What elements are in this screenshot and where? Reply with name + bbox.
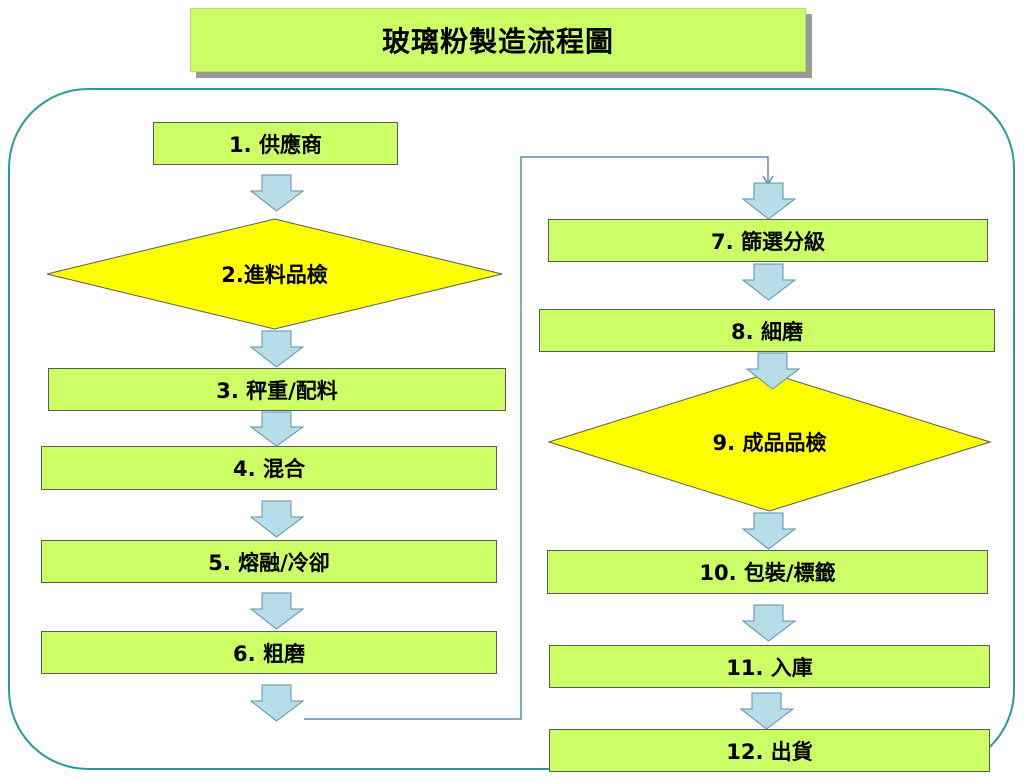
- down-arrow-icon: [746, 352, 800, 390]
- step-11-warehousing: 11. 入庫: [549, 645, 990, 688]
- down-arrow-icon: [742, 263, 796, 301]
- step-8-fine-grinding: 8. 細磨: [539, 309, 995, 352]
- step-9-label: 9. 成品品檢: [712, 431, 827, 455]
- down-arrow-icon: [250, 411, 304, 447]
- down-arrow-icon: [250, 684, 304, 722]
- step-3-weighing: 3. 秤重/配料: [48, 368, 506, 411]
- down-arrow-icon: [742, 512, 796, 550]
- down-arrow-icon: [250, 592, 304, 630]
- step-1-supplier: 1. 供應商: [153, 122, 398, 165]
- down-arrow-icon: [740, 692, 794, 730]
- process-frame: [8, 88, 1015, 770]
- down-arrow-icon: [250, 330, 304, 368]
- step-9-product-inspection: 9. 成品品檢: [548, 372, 991, 512]
- diamond-shape: [46, 218, 503, 330]
- step-12-shipping: 12. 出貨: [549, 729, 990, 772]
- diagram-title: 玻璃粉製造流程圖: [190, 8, 806, 72]
- step-10-packaging: 10. 包裝/標籤: [547, 550, 988, 594]
- step-7-screening: 7. 篩選分級: [548, 219, 988, 262]
- down-arrow-icon: [742, 182, 796, 220]
- diamond-shape: [548, 372, 991, 512]
- step-2-label: 2.進料品檢: [221, 263, 328, 287]
- step-5-melting: 5. 熔融/冷卻: [41, 540, 497, 583]
- down-arrow-icon: [250, 500, 304, 538]
- down-arrow-icon: [250, 174, 304, 212]
- step-4-mixing: 4. 混合: [41, 446, 497, 490]
- down-arrow-icon: [742, 604, 796, 642]
- step-6-coarse-grinding: 6. 粗磨: [41, 631, 497, 674]
- step-2-incoming-inspection: 2.進料品檢: [46, 218, 503, 330]
